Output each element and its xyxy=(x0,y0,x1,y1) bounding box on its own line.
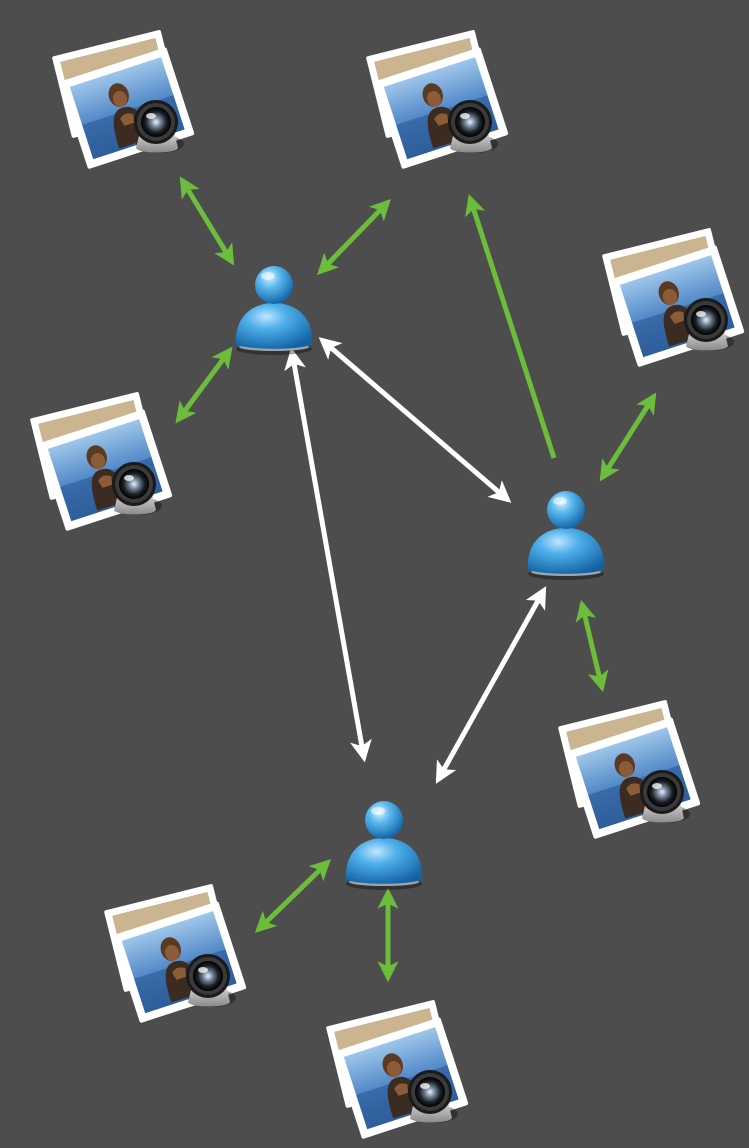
peer-c-user-icon xyxy=(345,801,423,890)
photo-link-5 xyxy=(599,392,657,482)
photo-1-photo-viewer-icon xyxy=(51,29,195,170)
photo-link-2 xyxy=(317,198,391,276)
photo-link-1 xyxy=(179,176,235,266)
peer-link-b-c xyxy=(435,586,547,784)
photo-4-photo-viewer-icon xyxy=(601,227,745,368)
peer-link-a-b xyxy=(318,337,512,503)
photo-link-6 xyxy=(575,599,609,693)
photo-7-photo-viewer-icon xyxy=(325,999,469,1140)
photo-6-photo-viewer-icon xyxy=(103,883,247,1024)
photo-link-4 xyxy=(465,194,557,459)
photo-link-3 xyxy=(175,346,233,424)
peer-link-a-c xyxy=(284,347,372,763)
photo-2-photo-viewer-icon xyxy=(365,29,509,170)
peer-b-user-icon xyxy=(527,491,605,580)
photo-3-photo-viewer-icon xyxy=(29,391,173,532)
photo-5-photo-viewer-icon xyxy=(557,699,701,840)
peer-a-user-icon xyxy=(235,266,313,355)
photo-link-7 xyxy=(254,859,332,933)
